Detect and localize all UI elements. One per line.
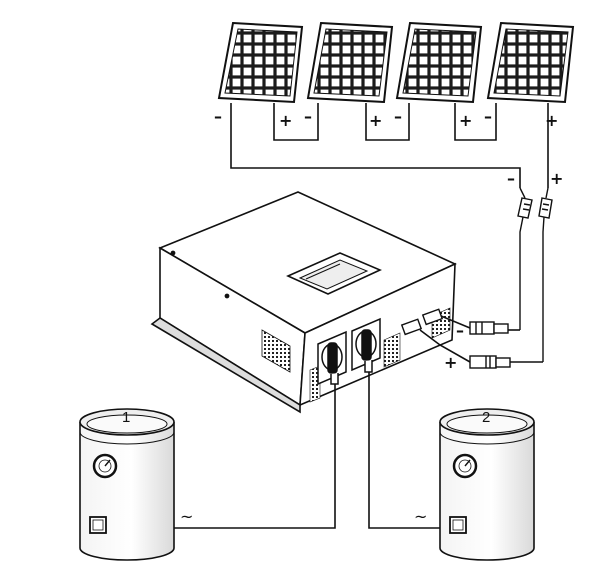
string-connector-minus (517, 187, 533, 330)
panel-4-plus-label: + (545, 111, 558, 130)
panel-series-wiring (230, 103, 549, 188)
water-tank-2 (439, 408, 535, 561)
tank-2-number: 2 (482, 409, 490, 426)
panel-3-minus-label: – (394, 107, 402, 126)
panel-2-minus-label: – (304, 107, 312, 126)
switch-1[interactable] (317, 330, 347, 386)
panel-4-minus-label: – (484, 107, 492, 126)
ac-cable-2 (368, 372, 440, 529)
dc-cable-plus (419, 329, 543, 363)
string-plus-label: + (550, 169, 563, 188)
solar-panel-3 (395, 21, 483, 104)
dc-connector-minus (469, 321, 509, 335)
panel-1-minus-label: – (214, 107, 222, 126)
solar-panel-4 (486, 21, 575, 104)
water-tank-1 (79, 408, 175, 561)
panel-polarity-labels: – + – + – + – + (214, 107, 558, 130)
inverter-unit (150, 191, 457, 414)
panel-3-plus-label: + (459, 111, 472, 130)
tank-2-ac-label: ~ (414, 507, 427, 526)
tank-1-ac-label: ~ (180, 507, 193, 526)
tank-1-thermometer-icon (92, 453, 118, 479)
tank-1-number: 1 (122, 409, 130, 426)
panel-1-plus-label: + (279, 111, 292, 130)
inverter-plus-label: + (444, 353, 457, 372)
dc-cable-minus (440, 315, 520, 331)
string-connector-plus (538, 187, 553, 362)
tank-2-thermometer-icon (452, 453, 478, 479)
inverter-dc-sockets (400, 308, 444, 336)
switch-2[interactable] (351, 317, 381, 373)
ac-cable-1 (174, 384, 336, 529)
solar-panel-1 (217, 21, 304, 104)
dc-connector-plus (469, 355, 511, 369)
solar-panel-2 (306, 21, 394, 104)
inverter-minus-label: – (456, 321, 464, 340)
solar-panel-array (217, 21, 575, 104)
string-minus-label: – (507, 169, 515, 188)
panel-2-plus-label: + (369, 111, 382, 130)
